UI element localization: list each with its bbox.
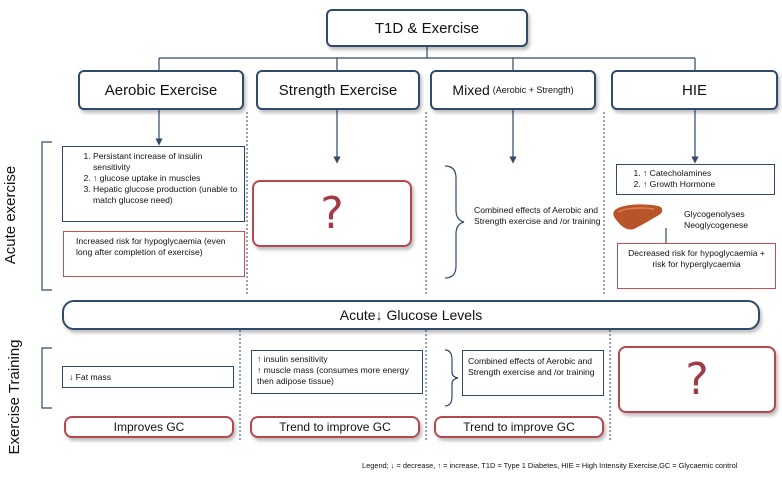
mixed-exercise-label: Mixed [452,82,490,98]
aerobic-hypoglycaemia-risk: Increased risk for hypoglycaemia (even l… [63,231,245,277]
strength-outcome-text: Trend to improve GC [279,420,391,434]
aerobic-risk-text: Increased risk for hypoglycaemia (even l… [76,236,226,257]
legend: Legend; ↓ = decrease, ↑ = increase, T1D … [362,461,780,473]
neoglycogenese-text: Neoglycogenese [684,220,749,230]
hie-effect-item: ↑ Growth Hormone [643,179,770,190]
glucose-levels-text: Acute↓ Glucose Levels [339,307,483,323]
diagram-title: T1D & Exercise [326,9,528,47]
hie-label: HIE [681,81,707,99]
mixed-exercise-sublabel: (Aerobic + Strength) [492,85,574,95]
strength-outcome: Trend to improve GC [250,416,420,438]
aerobic-effect-item: Hepatic glucose production (unable to ma… [93,184,240,206]
mixed-exercise-box: Mixed (Aerobic + Strength) [430,70,596,110]
liver-icon [613,204,663,230]
mixed-training-text: Combined effects of Aerobic and Strength… [468,356,595,377]
acute-exercise-text: Acute exercise [1,165,19,265]
strength-acute-unknown: ? [252,180,412,247]
aerobic-acute-effects: Persistant increase of insulin sensitivi… [62,146,245,222]
muscle-mass-text: ↑ muscle mass (consumes more energy then… [257,365,409,386]
aerobic-outcome: Improves GC [64,416,234,438]
aerobic-effect-item: Persistant increase of insulin sensitivi… [93,151,240,173]
hie-training-unknown: ? [618,346,776,413]
mixed-outcome: Trend to improve GC [434,416,604,438]
hie-effect-item: ↑ Catecholamines [643,168,770,179]
hie-risk-text: Decreased risk for hypoglycaemia + risk … [628,248,765,269]
glucose-levels-bar: Acute↓ Glucose Levels [62,300,760,330]
acute-exercise-section-label: Acute exercise [0,160,22,270]
glycogenolyses-text: Glycogenolyses [684,209,745,219]
aerobic-effect-item: ↑ glucose uptake in muscles [93,173,240,184]
insulin-sensitivity-text: ↑ insulin sensitivity [257,354,328,364]
hie-box: HIE [611,70,778,110]
question-mark-icon: ? [685,354,709,405]
strength-exercise-box: Strength Exercise [256,70,420,110]
strength-training-effect: ↑ insulin sensitivity ↑ muscle mass (con… [251,350,423,394]
exercise-training-section-label: Exercise Training [2,337,26,457]
exercise-training-text: Exercise Training [5,339,23,455]
aerobic-exercise-box: Aerobic Exercise [78,70,244,110]
aerobic-training-effect: ↓ Fat mass [62,366,234,388]
strength-exercise-label: Strength Exercise [278,81,398,99]
aerobic-outcome-text: Improves GC [113,420,185,434]
mixed-acute-text: Combined effects of Aerobic and Strength… [474,205,601,226]
mixed-outcome-text: Trend to improve GC [463,420,575,434]
fat-mass-text: ↓ Fat mass [69,371,112,382]
hie-liver-processes: Glycogenolyses Neoglycogenese [684,209,780,233]
mixed-acute-effects: Combined effects of Aerobic and Strength… [474,205,602,245]
question-mark-icon: ? [320,188,344,239]
legend-text: Legend; ↓ = decrease, ↑ = increase, T1D … [362,461,738,470]
hie-risk-box: Decreased risk for hypoglycaemia + risk … [617,243,776,289]
mixed-training-effect: Combined effects of Aerobic and Strength… [462,350,604,396]
diagram-title-text: T1D & Exercise [374,19,480,37]
hie-acute-effects: ↑ Catecholamines ↑ Growth Hormone [616,164,775,195]
aerobic-exercise-label: Aerobic Exercise [104,81,218,99]
